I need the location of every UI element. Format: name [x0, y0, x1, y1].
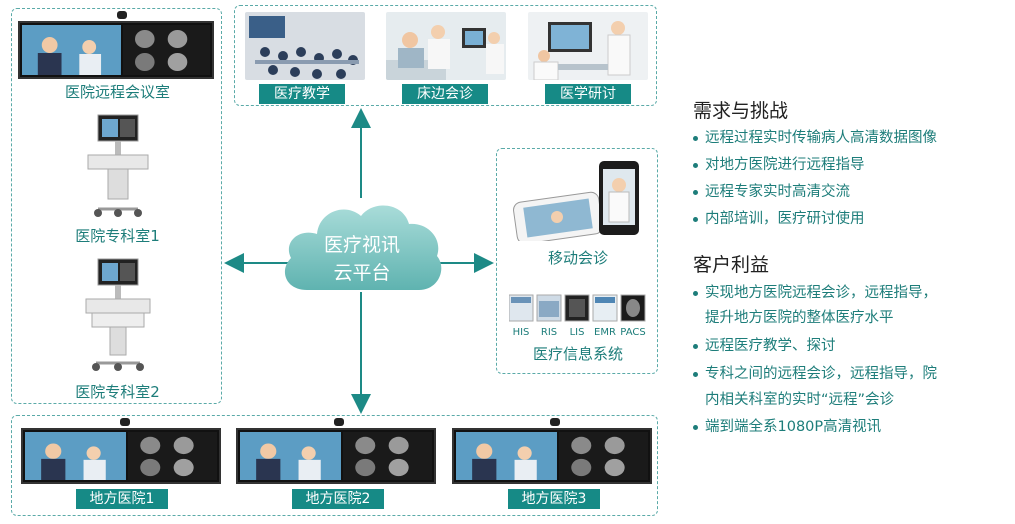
tag-bedside: 床边会诊: [402, 84, 488, 104]
teaching-photo: [245, 12, 365, 80]
needs-item: 内部培训，医疗研讨使用: [693, 207, 865, 228]
cloud-title-line2: 云平台: [333, 262, 391, 284]
mobile-label: 移动会诊: [547, 249, 608, 267]
bedside-photo: [386, 12, 506, 80]
camera-icon: [550, 418, 560, 426]
left-panel: 医院远程会议室 医院专科室1 医院专科室2: [11, 8, 222, 404]
local-hospital-monitor-3: [452, 428, 652, 484]
system-pacs: PACS: [620, 327, 646, 338]
seminar-photo: [528, 12, 648, 80]
medical-cart-2: [85, 258, 151, 371]
system-lis: LIS: [569, 327, 585, 338]
benefits-item: 远程医疗教学、探讨: [693, 334, 836, 355]
right-panel: 移动会诊 HIS RIS LIS EMR PACS 医疗信息系统: [496, 148, 658, 374]
benefits-item-continued: 提升地方医院的整体医疗水平: [705, 310, 894, 326]
conference-room-monitor: [18, 21, 214, 79]
video-call-screen: [22, 25, 121, 75]
system-ris: RIS: [540, 327, 558, 338]
benefits-item: 专科之间的远程会诊，远程指导，院: [693, 362, 937, 383]
top-panel: 医疗教学 床边会诊 医学研讨: [234, 5, 657, 106]
dept1-label: 医院专科室1: [75, 227, 160, 245]
benefits-item: 端到端全系1080P高清视讯: [693, 415, 881, 436]
tag-hospital-2: 地方医院2: [292, 489, 384, 509]
system-screens: [509, 294, 646, 322]
mri-scan-screen: [122, 25, 210, 75]
tag-hospital-3: 地方医院3: [508, 489, 600, 509]
needs-item: 远程过程实时传输病人高清数据图像: [693, 126, 937, 147]
camera-icon: [117, 11, 127, 19]
needs-title: 需求与挑战: [693, 100, 789, 122]
tag-seminar: 医学研讨: [545, 84, 631, 104]
needs-item: 远程专家实时高清交流: [693, 180, 850, 201]
benefits-item: 实现地方医院远程会诊，远程指导，: [693, 281, 937, 302]
needs-item: 对地方医院进行远程指导: [693, 153, 865, 174]
medical-cart-1: [87, 114, 149, 217]
cloud-shape: [284, 205, 442, 290]
dept2-label: 医院专科室2: [75, 383, 160, 401]
local-hospital-monitor-2: [236, 428, 436, 484]
cloud-title-line1: 医疗视讯: [323, 234, 400, 256]
tag-hospital-1: 地方医院1: [76, 489, 168, 509]
system-his: HIS: [512, 327, 530, 338]
room-label: 医院远程会议室: [64, 83, 170, 101]
benefits-title: 客户利益: [693, 254, 770, 276]
mobile-devices: [513, 161, 639, 241]
local-hospital-monitor-1: [21, 428, 221, 484]
system-emr: EMR: [594, 327, 616, 338]
tag-teaching: 医疗教学: [259, 84, 345, 104]
benefits-item-continued: 内相关科室的实时“远程”会诊: [705, 392, 895, 408]
info-system-label: 医疗信息系统: [532, 345, 623, 363]
bottom-panel: 地方医院1 地方医院2 地方医院3: [11, 415, 658, 516]
camera-icon: [120, 418, 130, 426]
camera-icon: [334, 418, 344, 426]
